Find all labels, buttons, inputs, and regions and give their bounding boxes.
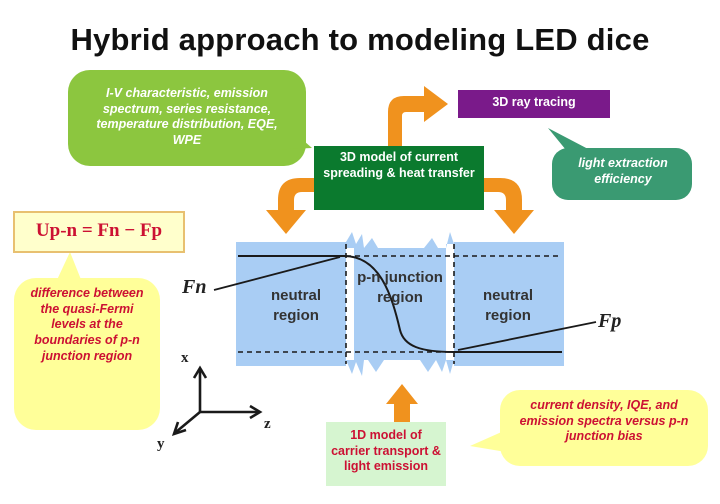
fermi-difference-text: difference between the quasi-Fermi level… <box>30 286 144 363</box>
light-extraction-text: light extraction efficiency <box>578 156 668 186</box>
teal-callout <box>548 128 692 200</box>
equation-text: Up-n = Fn − Fp <box>35 220 163 241</box>
model-3d-box <box>314 146 484 210</box>
green-callout <box>68 70 312 166</box>
pn-junction-region: p-n junction region <box>357 269 443 306</box>
equation-box <box>13 211 185 253</box>
arrow-up-from-1d <box>386 384 418 422</box>
current-density-text: current density, IQE, and emission spect… <box>519 398 689 444</box>
axis-z-label: z <box>264 416 271 432</box>
ray-tracing-label: 3D ray tracing <box>492 95 576 109</box>
neutral-region-right: neutral region <box>482 287 533 324</box>
quasi-fermi-curve <box>238 255 562 353</box>
fp-pointer <box>457 321 597 351</box>
coordinate-axes <box>171 365 263 437</box>
page-title: Hybrid approach to modeling LED dice <box>70 22 650 57</box>
fn-pointer <box>213 256 341 291</box>
fn-label: Fn <box>182 276 207 298</box>
arrow-to-ray-tracing <box>388 86 448 146</box>
ray-tracing-box <box>458 90 610 118</box>
model-1d-label: 1D model of carrier transport & light em… <box>331 428 441 474</box>
fp-label: Fp <box>598 310 622 332</box>
model-1d-box <box>326 422 446 486</box>
yellow-callout-right <box>470 390 708 466</box>
device-regions <box>236 232 564 376</box>
orange-arrows <box>266 86 534 422</box>
model-3d-label: 3D model of current spreading & heat tra… <box>323 150 475 180</box>
iv-characteristic-text: I-V characteristic, emission spectrum, s… <box>96 86 278 147</box>
axis-y-label: y <box>157 436 165 452</box>
neutral-region-left: neutral region <box>270 287 321 324</box>
axis-x-label: x <box>181 350 189 366</box>
arrow-down-left <box>266 178 314 234</box>
yellow-callout-left <box>14 252 160 430</box>
arrow-down-right <box>484 178 534 234</box>
